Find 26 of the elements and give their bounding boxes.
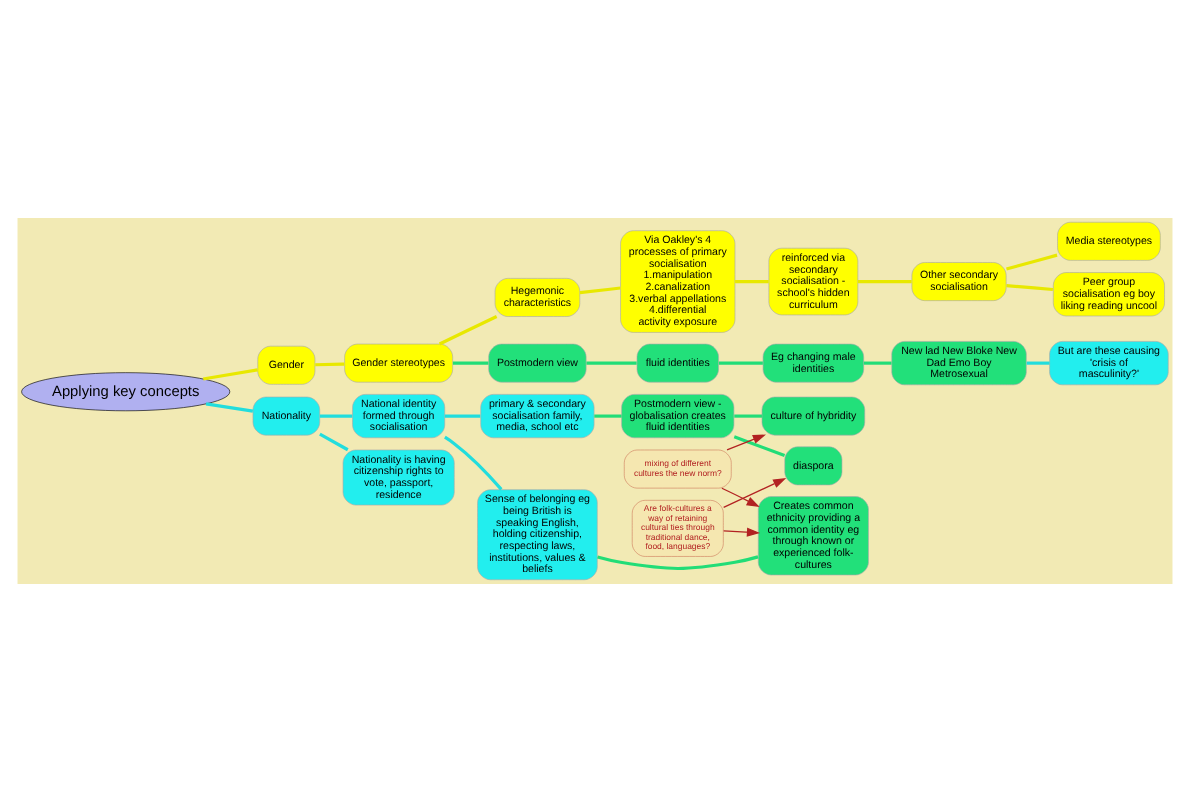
arrow bbox=[726, 434, 766, 451]
arrow bbox=[723, 478, 787, 509]
connector bbox=[579, 286, 621, 295]
connector bbox=[1006, 283, 1053, 292]
connector bbox=[733, 435, 786, 458]
connector bbox=[319, 414, 353, 418]
connector bbox=[718, 361, 763, 365]
arrow bbox=[721, 487, 760, 508]
connector bbox=[586, 361, 637, 365]
connector bbox=[452, 361, 489, 365]
connector bbox=[205, 402, 254, 413]
connector bbox=[444, 435, 503, 491]
connector bbox=[857, 279, 912, 284]
connector bbox=[1006, 253, 1058, 271]
connector bbox=[735, 279, 769, 284]
connector bbox=[594, 414, 622, 418]
connector bbox=[315, 362, 345, 367]
connector bbox=[734, 414, 762, 418]
connector bbox=[444, 414, 481, 418]
connector bbox=[1026, 361, 1050, 365]
connector bbox=[438, 315, 498, 346]
connector bbox=[203, 368, 258, 381]
connector bbox=[863, 361, 892, 365]
connector bbox=[597, 555, 759, 571]
connector bbox=[319, 432, 349, 452]
arrow bbox=[723, 527, 761, 537]
